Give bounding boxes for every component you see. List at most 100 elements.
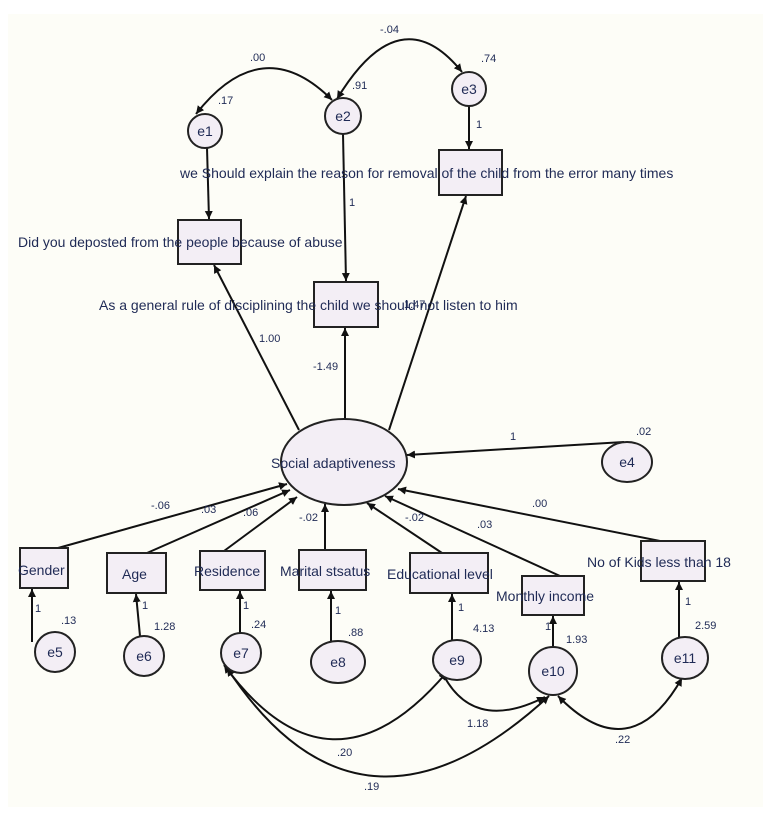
predictor-label-residence: Residence <box>194 563 260 579</box>
predictor-box-marital[interactable] <box>298 549 367 591</box>
path-education-latent <box>366 502 443 554</box>
estimates: .00 -.04 .17 .91 .74 1 1 1.00 -1.49 1.47… <box>35 24 716 793</box>
covariance-e10-e11 <box>557 677 683 730</box>
variance-e8: .88 <box>348 627 363 639</box>
svg-text:e6: e6 <box>136 648 152 664</box>
path-income-latent <box>384 495 561 577</box>
path-e6-age <box>132 593 141 637</box>
path-latent-indicator3 <box>388 195 468 431</box>
path-e4-latent <box>406 441 625 459</box>
coef-gender: -.06 <box>151 500 170 512</box>
path-e2-indicator2 <box>341 133 350 282</box>
error-node-e11[interactable]: e11 <box>661 636 709 680</box>
svg-text:e10: e10 <box>541 663 565 679</box>
covariance-e7-e10 <box>226 667 550 778</box>
svg-text:e11: e11 <box>674 650 697 666</box>
svg-text:e7: e7 <box>233 645 249 661</box>
loading-indicator-3: 1.47 <box>404 299 425 311</box>
latent-node-social-adaptiveness[interactable] <box>280 418 408 506</box>
cov-value-e7-e10: .19 <box>364 781 379 793</box>
indicator-label-1: Did you deposted from the people because… <box>18 234 343 250</box>
variance-e9: 4.13 <box>473 623 494 635</box>
svg-text:e3: e3 <box>461 81 477 97</box>
predictor-label-kids: No of Kids less than 18 <box>587 554 731 570</box>
path-age-latent <box>146 489 291 554</box>
path-gender-latent <box>57 482 288 549</box>
path-weight-e9: 1 <box>458 602 464 614</box>
cov-value-e9-e10: 1.18 <box>467 718 488 730</box>
loading-indicator-1: 1.00 <box>259 333 280 345</box>
predictor-label-income: Monthly income <box>496 588 594 604</box>
variance-e4: .02 <box>636 426 651 438</box>
error-node-e8[interactable]: e8 <box>310 640 366 684</box>
svg-text:e1: e1 <box>197 123 213 139</box>
path-weight-e5: 1 <box>35 603 41 615</box>
svg-text:e9: e9 <box>449 652 465 668</box>
path-weight-e2: 1 <box>349 197 355 209</box>
latent-label: Social adaptiveness <box>271 455 396 471</box>
indicator-label-2: As a general rule of disciplining the ch… <box>99 297 518 313</box>
predictor-label-gender: Gender <box>18 562 65 578</box>
path-weight-e8: 1 <box>335 605 341 617</box>
predictor-label-age: Age <box>122 566 147 582</box>
covariance-e2-e3 <box>336 38 463 100</box>
indicator-box-1[interactable] <box>177 219 242 265</box>
path-kids-latent <box>397 486 661 542</box>
variance-e2: .91 <box>352 80 367 92</box>
path-residence-latent <box>223 496 298 552</box>
coef-kids: .00 <box>532 498 547 510</box>
svg-text:e5: e5 <box>47 644 63 660</box>
error-node-e10[interactable]: e10 <box>528 646 578 696</box>
svg-text:e2: e2 <box>335 108 351 124</box>
nodes: e1 e2 e3 e4 <box>19 71 709 696</box>
coef-education: -.02 <box>405 512 424 524</box>
path-weight-e10: 1 <box>545 621 551 633</box>
error-node-e1[interactable]: e1 <box>187 113 223 149</box>
indicator-box-2[interactable] <box>313 281 379 328</box>
error-node-e5[interactable]: e5 <box>34 631 76 673</box>
edges <box>28 38 683 778</box>
cov-value-e10-e11: .22 <box>615 734 630 746</box>
predictor-box-education[interactable] <box>409 552 489 594</box>
error-node-e2[interactable]: e2 <box>324 97 362 135</box>
variance-e10: 1.93 <box>566 634 587 646</box>
predictor-box-residence[interactable] <box>199 550 266 591</box>
variance-e7: .24 <box>251 619 266 631</box>
loading-indicator-2: -1.49 <box>313 361 338 373</box>
predictor-box-kids[interactable] <box>640 540 706 582</box>
indicator-box-3[interactable] <box>438 149 503 196</box>
covariance-e9-e10 <box>439 667 546 712</box>
indicator-label-3: we Should explain the reason for removal… <box>179 165 673 181</box>
predictor-box-income[interactable] <box>521 575 585 616</box>
covariance-e1-e2 <box>195 67 333 115</box>
predictor-box-age[interactable] <box>106 552 167 594</box>
predictor-label-marital: Marital stsatus <box>280 563 370 579</box>
variance-e5: .13 <box>61 615 76 627</box>
coef-residence: .06 <box>243 507 258 519</box>
svg-text:e4: e4 <box>619 454 635 470</box>
predictor-label-education: Educational level <box>387 566 493 582</box>
path-e1-indicator1 <box>204 147 213 220</box>
path-weight-e4: 1 <box>510 431 516 443</box>
error-node-e9[interactable]: e9 <box>432 639 482 681</box>
variance-e11: 2.59 <box>695 620 716 632</box>
path-weight-e3: 1 <box>476 119 482 131</box>
error-node-e3[interactable]: e3 <box>451 71 487 107</box>
cov-value-e7-e9: .20 <box>337 747 352 759</box>
error-node-e7[interactable]: e7 <box>220 632 262 674</box>
cov-value-e2-e3: -.04 <box>380 24 399 36</box>
svg-text:e8: e8 <box>330 654 346 670</box>
variance-e6: 1.28 <box>154 621 175 633</box>
path-weight-e7: 1 <box>243 600 249 612</box>
error-node-e6[interactable]: e6 <box>123 635 165 677</box>
coef-marital: -.02 <box>299 512 318 524</box>
predictor-box-gender[interactable] <box>19 547 69 589</box>
variance-e1: .17 <box>218 95 233 107</box>
error-node-e4[interactable]: e4 <box>601 441 653 483</box>
coef-income: .03 <box>477 519 492 531</box>
variance-e3: .74 <box>481 53 496 65</box>
path-latent-indicator1 <box>213 264 300 431</box>
cov-value-e1-e2: .00 <box>250 52 265 64</box>
coef-age: .03 <box>201 504 216 516</box>
